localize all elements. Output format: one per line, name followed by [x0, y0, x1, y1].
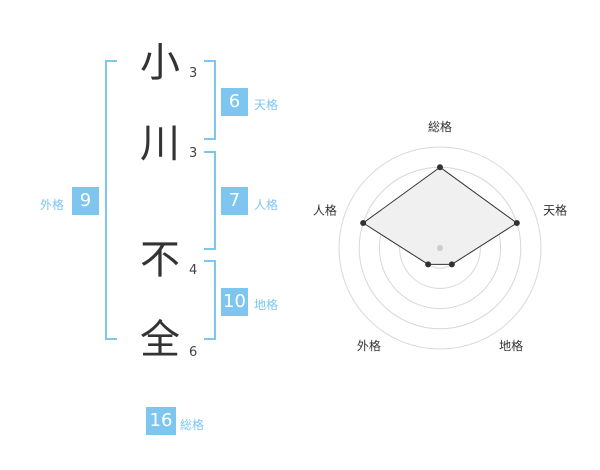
- jinkaku-value: 7: [221, 187, 248, 215]
- stroke-count-4: 6: [189, 345, 198, 360]
- gaikaku-bracket: [105, 60, 117, 340]
- radar-axis-label-3: 地格: [499, 338, 523, 353]
- name-char-4: 全: [140, 317, 180, 363]
- name-char-1: 小: [140, 40, 180, 86]
- radar-center: [437, 245, 443, 251]
- soukaku-label: 総格: [180, 418, 205, 432]
- chikaku-label: 地格: [254, 298, 279, 312]
- stroke-count-3: 4: [189, 263, 198, 278]
- radar-point-5: [360, 220, 367, 227]
- gaikaku-label: 外格: [40, 198, 65, 212]
- radar-axis-label-4: 外格: [357, 338, 381, 353]
- jinkaku-label: 人格: [254, 198, 279, 212]
- radar-point-4: [425, 261, 432, 268]
- soukaku-value: 16: [146, 407, 176, 435]
- gaikaku-value: 9: [72, 187, 99, 215]
- radar-point-3: [448, 261, 455, 268]
- name-char-3: 不: [140, 237, 180, 283]
- radar-points: [360, 164, 520, 268]
- radar-axis-label-5: 人格: [313, 203, 337, 218]
- radar-axis-label-1: 総格: [428, 119, 452, 134]
- tenkaku-value: 6: [221, 88, 248, 116]
- stroke-count-2: 3: [189, 146, 198, 161]
- tenkaku-label: 天格: [254, 98, 279, 112]
- radar-point-1: [437, 164, 443, 171]
- chikaku-value: 10: [221, 288, 248, 316]
- chikaku-bracket: [204, 260, 216, 340]
- name-char-2: 川: [140, 121, 180, 167]
- tenkaku-bracket: [204, 60, 216, 140]
- radar-axis-label-2: 天格: [543, 203, 567, 218]
- radar-point-2: [513, 220, 520, 227]
- radar-area: [362, 166, 518, 265]
- radar-ring-5: [338, 146, 542, 350]
- stroke-count-1: 3: [189, 66, 198, 81]
- jinkaku-bracket: [204, 151, 216, 250]
